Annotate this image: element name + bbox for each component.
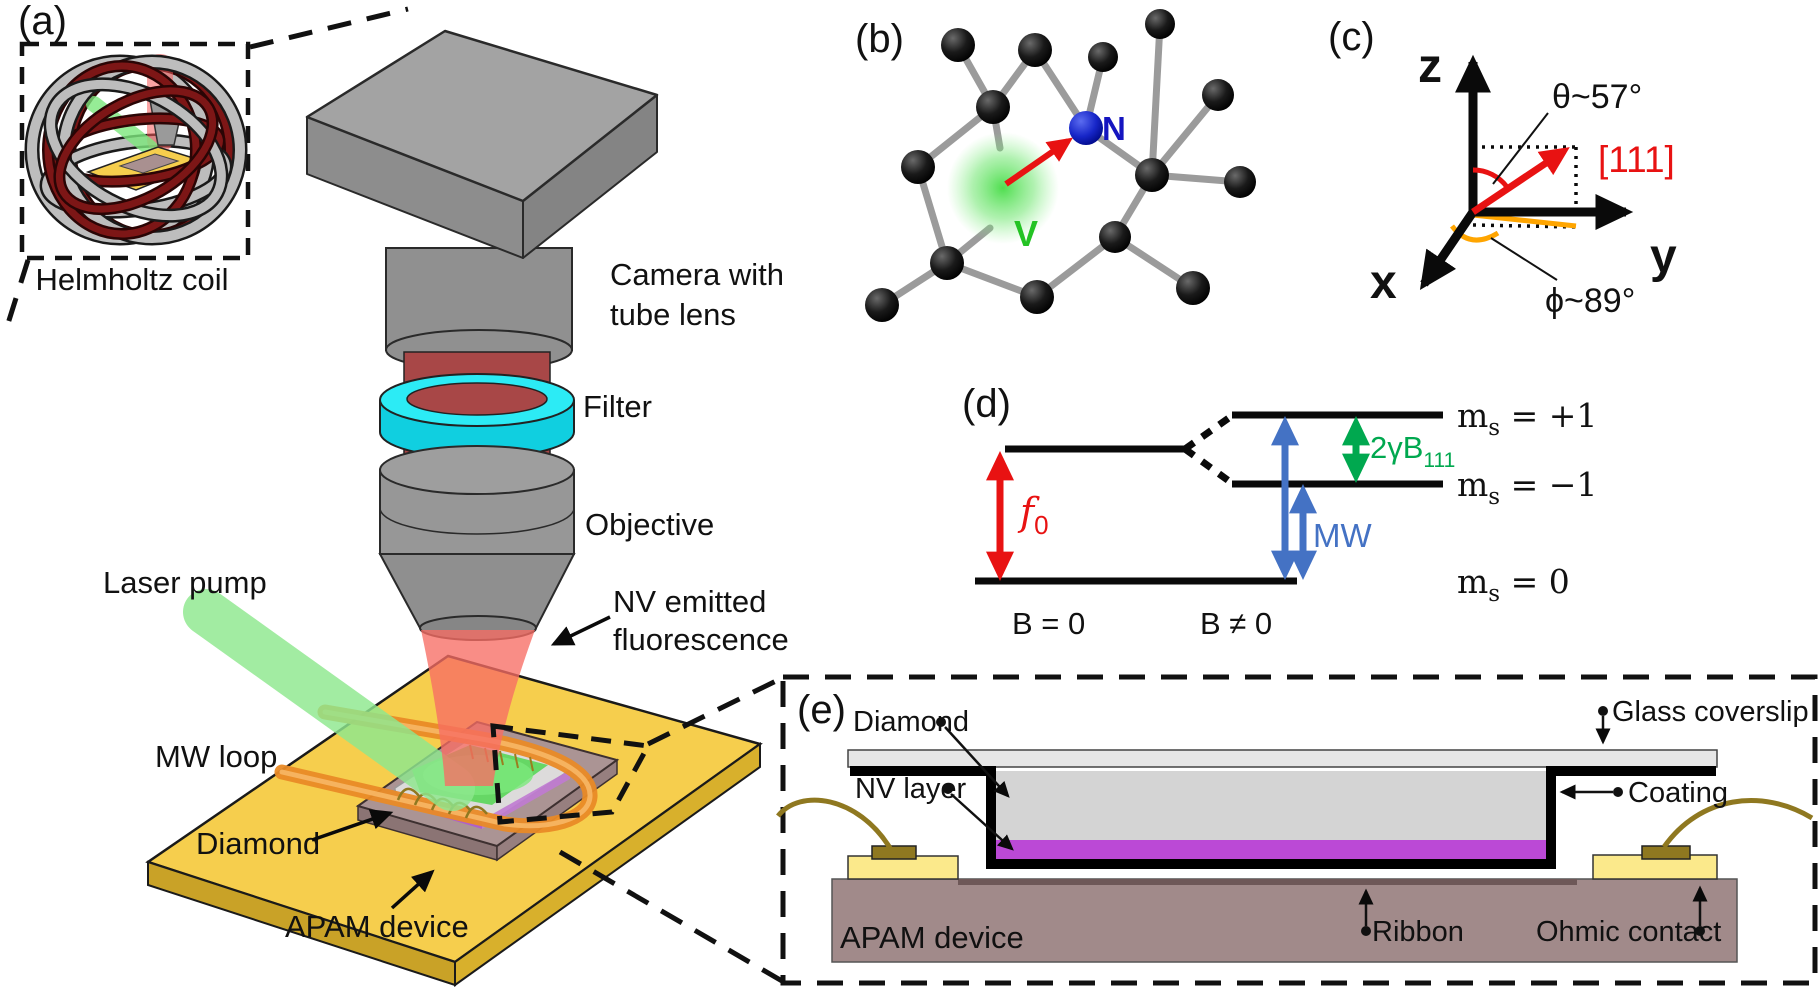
right-wire xyxy=(1661,798,1814,849)
coating-outline xyxy=(850,766,1716,869)
fluorescence-arrow xyxy=(550,615,611,646)
zeeman-label: 2γB111 xyxy=(1370,430,1455,472)
projection-dotted-lines xyxy=(1472,145,1578,229)
b-nonzero-label: B ≠ 0 xyxy=(1200,606,1272,641)
carbon-atoms xyxy=(865,9,1256,322)
apam-xsec-label: APAM device xyxy=(840,920,1024,955)
theta-pointer xyxy=(1492,112,1549,185)
diamond-arrow xyxy=(311,809,394,842)
left-wire xyxy=(776,797,893,850)
vacancy-glow xyxy=(947,132,1059,244)
inset-connector-bottom xyxy=(3,259,31,331)
laser-pump-label: Laser pump xyxy=(103,565,267,600)
fluorescence-label-line2: fluorescence xyxy=(613,622,789,657)
glass-coverslip-strip xyxy=(847,749,1718,768)
diamond-label: Diamond xyxy=(196,826,320,861)
apam-device-label: APAM device xyxy=(285,909,469,944)
x-label: x xyxy=(1370,256,1397,309)
nitrogen-label: N xyxy=(1102,110,1126,147)
mw-loop-label: MW loop xyxy=(155,739,277,774)
inset-connector-top xyxy=(249,6,409,50)
fluorescence-label-line1: NV emitted xyxy=(613,584,766,619)
filter-label: Filter xyxy=(583,389,652,424)
zoom-connector-top xyxy=(646,675,784,747)
x-axis xyxy=(1419,209,1477,290)
glass-coverslip-label: Glass coverslip xyxy=(1612,696,1809,728)
panel-b-lattice: (b) N V xyxy=(855,9,1256,322)
f0-label: f0 xyxy=(1017,490,1049,540)
apam-arrow xyxy=(390,869,435,910)
panel-b-label: (b) xyxy=(855,17,904,61)
laser-pump-beam xyxy=(183,589,475,811)
nitrogen-atom xyxy=(1069,111,1103,145)
level-split-dashes xyxy=(1182,412,1236,487)
z-label: z xyxy=(1418,40,1442,93)
panel-c-label: (c) xyxy=(1328,15,1375,59)
panel-e-label: (e) xyxy=(797,688,846,732)
level-lines xyxy=(975,411,1443,585)
mw-label: MW xyxy=(1313,517,1372,554)
sample-zoom-box xyxy=(490,723,652,825)
phi-arc xyxy=(1450,224,1500,243)
ms-plus1-label: ms = +1 xyxy=(1457,396,1597,441)
direction-111-label: [111] xyxy=(1598,139,1675,180)
fluorescence-cone xyxy=(421,630,535,786)
camera-label-line2: tube lens xyxy=(610,297,736,332)
nv-axis-arrow xyxy=(1004,137,1073,187)
helmholtz-coil-label: Helmholtz coil xyxy=(36,262,229,297)
ms-0-label: ms = 0 xyxy=(1457,562,1570,607)
mini-device xyxy=(118,153,180,174)
projection-line xyxy=(1472,212,1577,229)
vacancy-label: V xyxy=(1014,213,1038,254)
camera-label-line1: Camera with xyxy=(610,257,784,292)
ms-minus1-label: ms = −1 xyxy=(1457,465,1597,510)
helmholtz-coil-inset: Helmholtz coil xyxy=(19,41,251,297)
phi-label: ϕ~89° xyxy=(1545,282,1635,320)
panel-c-axes: (c) z y x θ~57° ϕ~89° [111] xyxy=(1328,15,1677,320)
objective-label: Objective xyxy=(585,507,714,542)
panel-a-label: (a) xyxy=(18,0,67,43)
ribbon-label: Ribbon xyxy=(1372,916,1464,948)
panel-d-label: (d) xyxy=(962,382,1011,426)
coating-label: Coating xyxy=(1628,777,1728,809)
diamond-body xyxy=(996,771,1546,840)
camera-with-tube-lens xyxy=(305,29,659,371)
phi-pointer xyxy=(1490,237,1558,281)
panel-e-dashed-box xyxy=(780,674,1818,986)
ohmic-contact-label: Ohmic contact xyxy=(1536,916,1721,948)
nv-layer-arrow xyxy=(950,793,1014,851)
left-bond xyxy=(871,845,917,860)
direction-111-arrow xyxy=(1471,147,1570,215)
panel-d-energy-levels: (d) f0 MW 2γB111 ms = +1 ms = −1 ms = 0 … xyxy=(962,382,1597,641)
theta-arc xyxy=(1472,167,1510,189)
y-label: y xyxy=(1650,230,1677,283)
b-zero-label: B = 0 xyxy=(1012,606,1085,641)
inset-dashed-box xyxy=(19,41,251,261)
diamond-xsec-arrow xyxy=(944,726,1010,798)
panel-e-cross-section: (e) Diamond NV layer Glass coverslip Coa… xyxy=(776,674,1818,986)
ribbon-layer xyxy=(958,879,1577,885)
objective-lens xyxy=(378,445,576,641)
theta-label: θ~57° xyxy=(1552,78,1642,116)
zoom-connector-bottom xyxy=(558,849,784,984)
panel-a-setup: (a) Helm xyxy=(3,0,789,987)
